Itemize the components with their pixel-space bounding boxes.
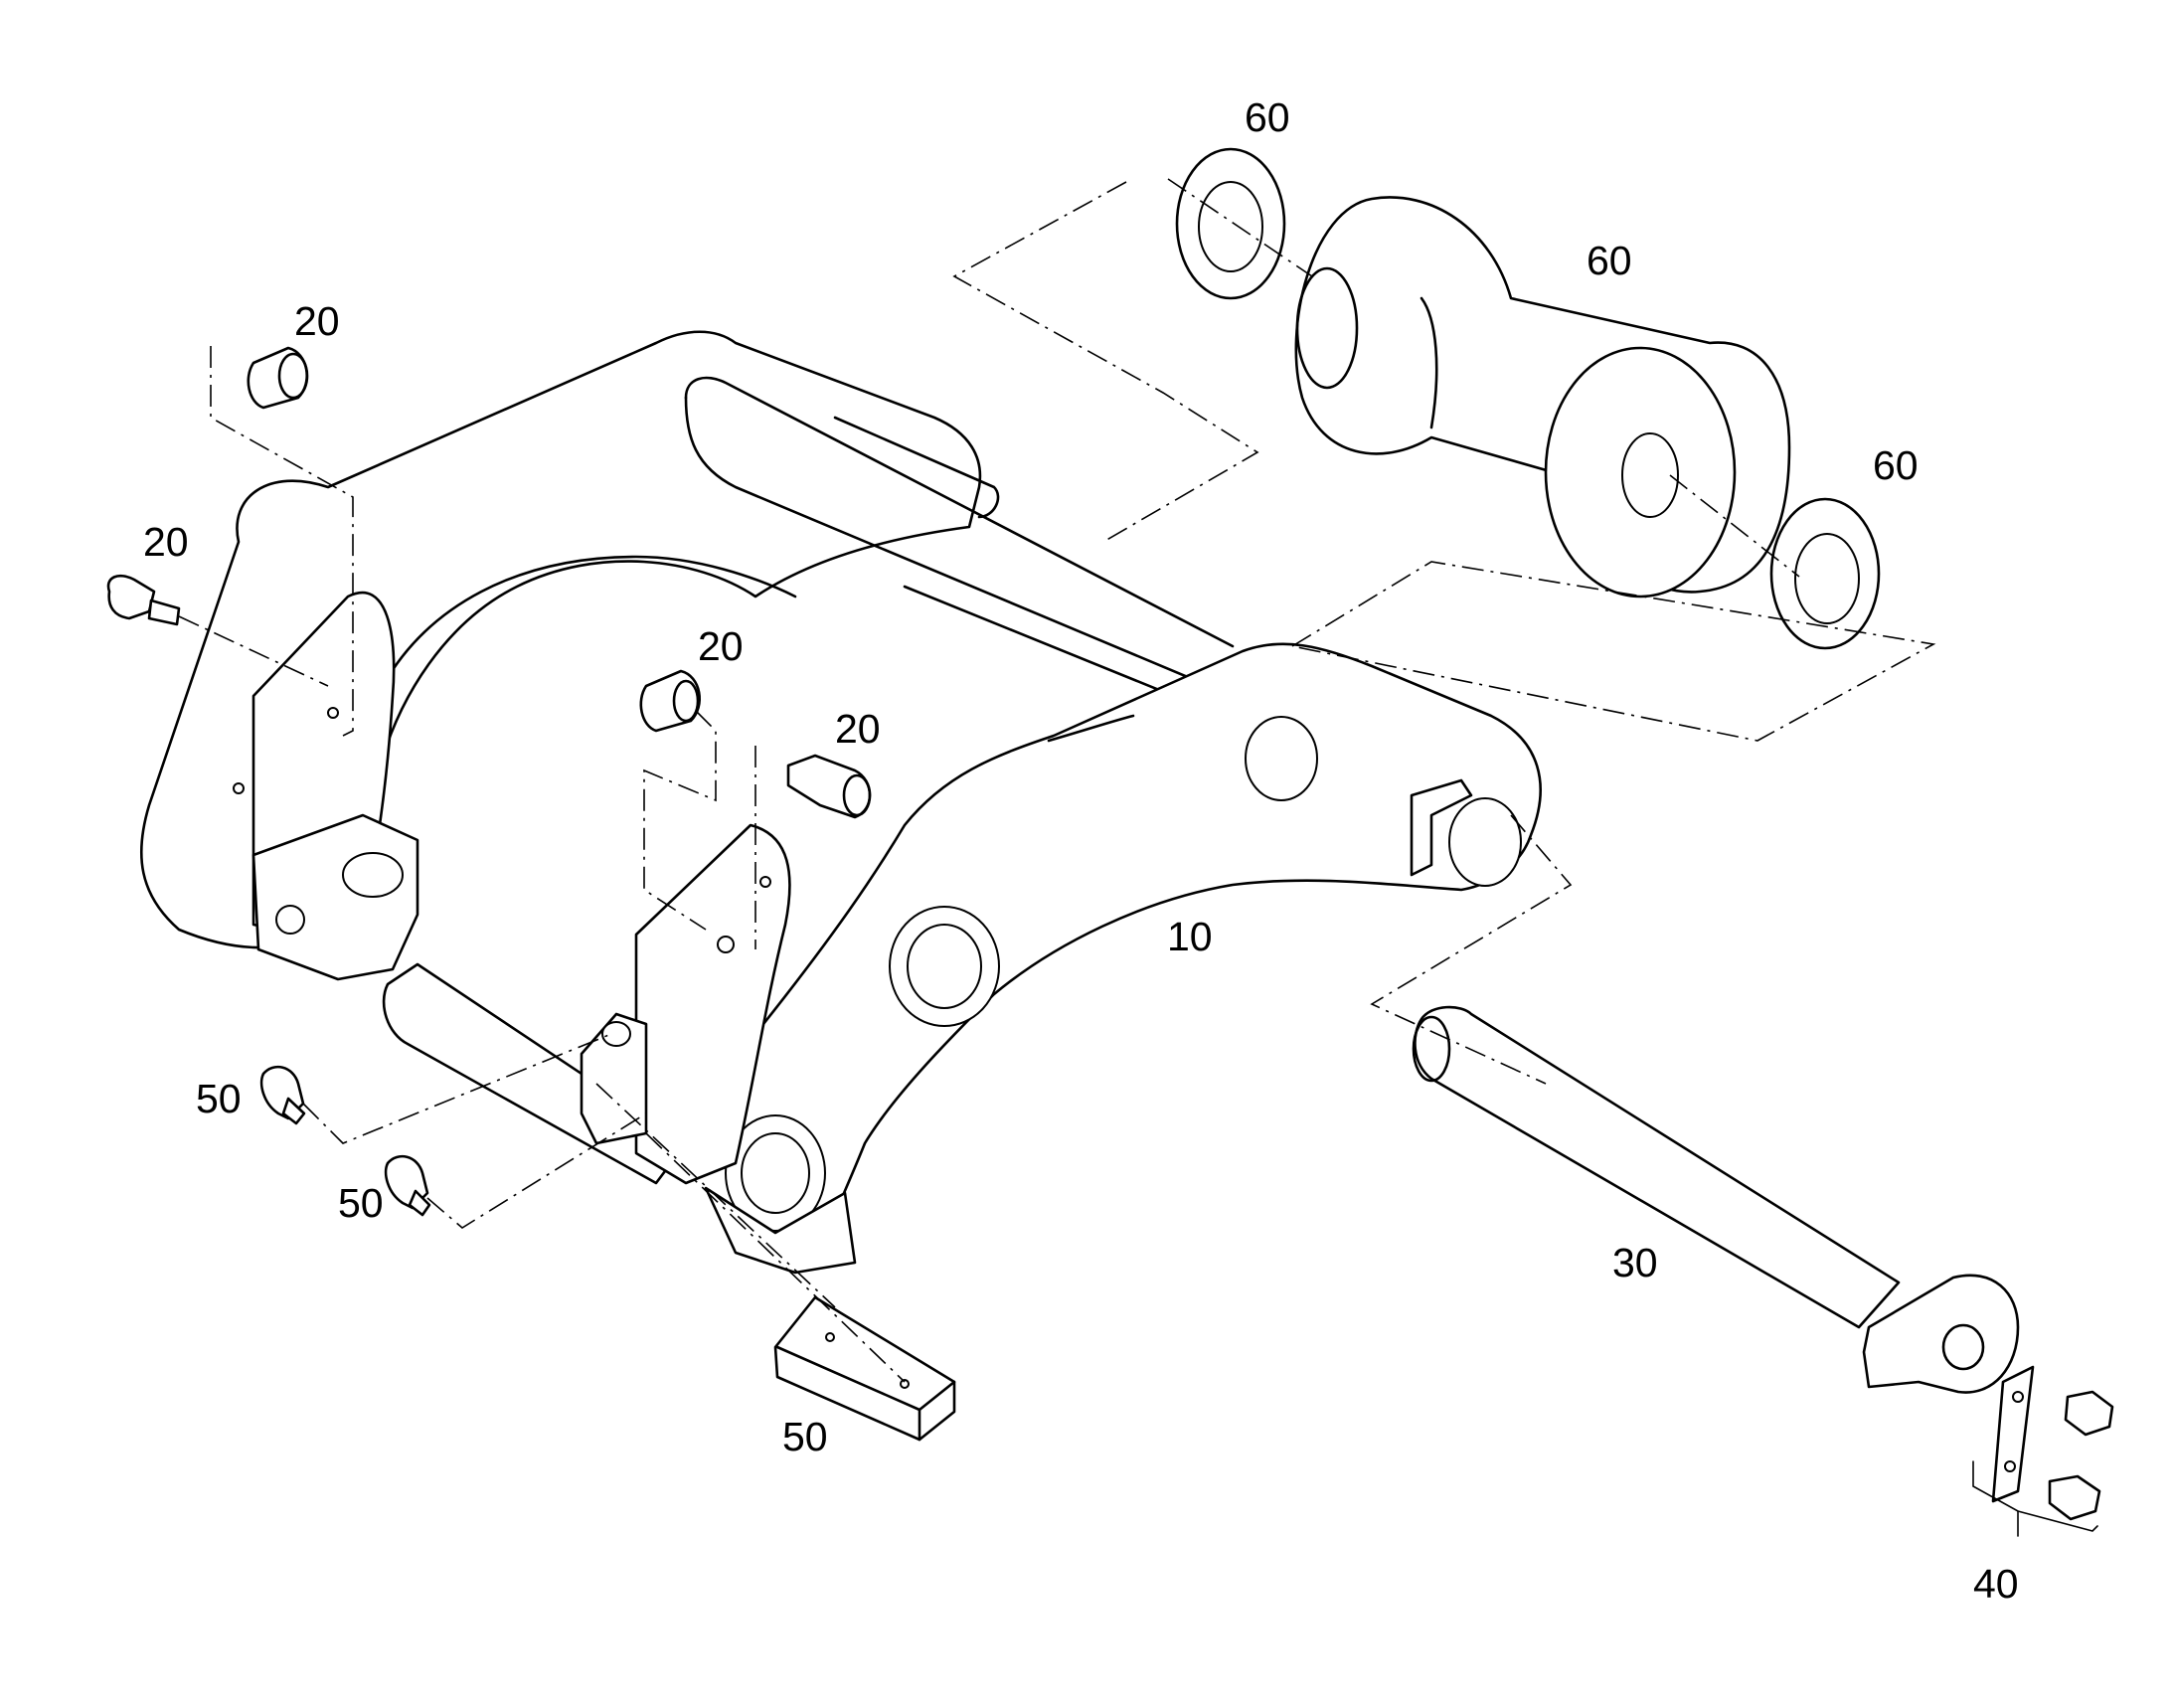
center-mount-plate xyxy=(634,823,791,1185)
bolt-50-lower xyxy=(384,1154,431,1217)
callout-20-top: 20 xyxy=(294,298,340,344)
bushing-center xyxy=(639,669,701,733)
bolt-center xyxy=(786,754,872,819)
callout-60-roller: 60 xyxy=(1587,238,1632,283)
roller-assembly xyxy=(1175,147,1881,650)
callout-50-pad: 50 xyxy=(782,1414,828,1459)
callout-20-center: 20 xyxy=(698,623,744,669)
pin xyxy=(1412,1005,2020,1394)
bolt-40-upper xyxy=(2064,1390,2114,1437)
callout-30: 30 xyxy=(1612,1240,1658,1285)
callout-60-washer: 60 xyxy=(1873,442,1919,488)
callout-20-bolt: 20 xyxy=(835,706,881,752)
callout-50-lower: 50 xyxy=(338,1180,384,1226)
bolt-left xyxy=(106,575,181,626)
frame-assembly xyxy=(139,330,1542,1275)
callout-20-left: 20 xyxy=(143,519,189,565)
bushing-top-left xyxy=(247,346,309,410)
assembly-lines xyxy=(178,178,1936,1383)
keeper-plate xyxy=(1991,1365,2035,1503)
bolt-40-lower xyxy=(2048,1474,2101,1521)
callout-40: 40 xyxy=(1973,1561,2019,1607)
callout-60-top: 60 xyxy=(1245,94,1290,140)
callout-10: 10 xyxy=(1167,914,1213,959)
bolt-50-upper xyxy=(259,1065,306,1125)
wear-pad xyxy=(773,1295,956,1442)
callout-50-upper: 50 xyxy=(196,1076,242,1121)
